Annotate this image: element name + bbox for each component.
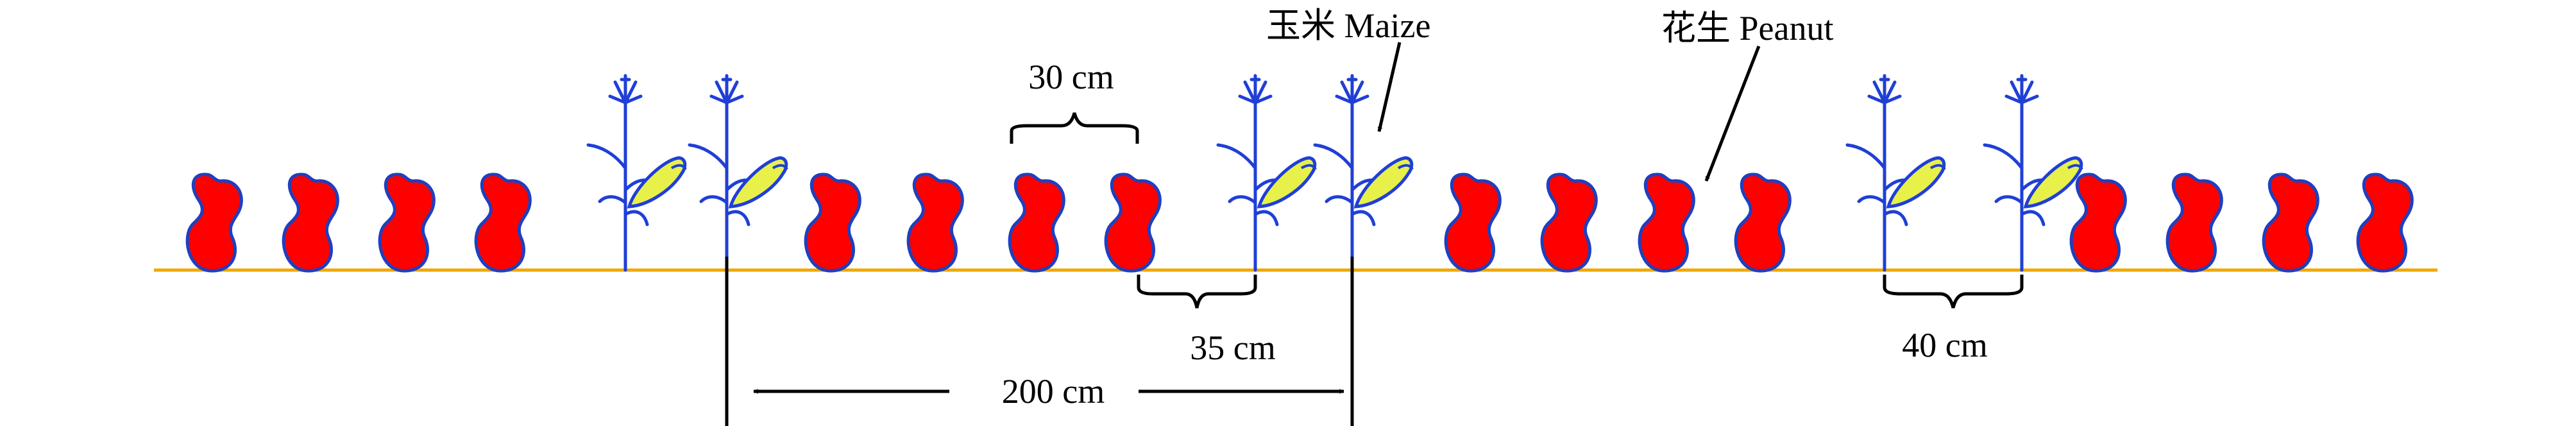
peanut-body	[1540, 173, 1598, 273]
maize-leaf	[1883, 210, 1908, 226]
maize-leaf	[1994, 195, 2024, 205]
maize-leaf	[1253, 210, 1279, 226]
peanut-plant-icon	[1540, 173, 1598, 273]
maize-plant-icon	[1313, 74, 1414, 272]
peanut-spacing-label: 30 cm	[1028, 58, 1114, 96]
maize-leaf	[688, 143, 729, 170]
maize-leaf	[1845, 143, 1886, 170]
plant-rows	[185, 74, 2414, 273]
peanut-body	[2069, 173, 2127, 273]
peanut-plant-icon	[1104, 173, 1162, 273]
maize-ear	[1353, 156, 1414, 209]
peanut-body	[1104, 173, 1162, 273]
maize-husk	[772, 164, 788, 171]
peanut-callout-label: 花生 Peanut	[1661, 9, 1833, 47]
peanut-callout-arrow	[1704, 46, 1761, 182]
maize-plant-icon	[1845, 74, 1946, 272]
maize-tassel	[709, 74, 744, 105]
maize-spacing-brace	[1883, 275, 2024, 309]
maize-leaf	[598, 195, 627, 205]
peanut-body	[185, 173, 243, 273]
maize-leaf	[699, 195, 729, 205]
maize-peanut-spacing-label: 35 cm	[1190, 328, 1275, 367]
maize-ear	[1886, 156, 1946, 209]
maize-husk	[1300, 164, 1317, 171]
peanut-body	[1734, 173, 1792, 273]
maize-husk	[2067, 164, 2083, 171]
maize-tassel	[1335, 74, 1369, 105]
peanut-plant-icon	[185, 173, 243, 273]
maize-spacing-label: 40 cm	[1902, 326, 1987, 364]
maize-husk	[1929, 164, 1946, 171]
peanut-plant-icon	[906, 173, 964, 273]
maize-leaf	[1983, 143, 2024, 170]
maize-leaf	[623, 210, 649, 226]
maize-plant-icon	[1983, 74, 2083, 272]
maize-leaf	[725, 210, 750, 226]
maize-leaf	[1325, 195, 1354, 205]
peanut-body	[906, 173, 964, 273]
peanut-plant-icon	[2262, 173, 2319, 273]
peanut-plant-icon	[1008, 173, 1065, 273]
peanut-body	[804, 173, 861, 273]
peanut-body	[474, 173, 532, 273]
peanut-plant-icon	[2356, 173, 2414, 273]
maize-callout-arrow	[1377, 42, 1402, 132]
maize-plant-icon	[688, 74, 788, 272]
maize-tassel	[1867, 74, 1902, 105]
maize-plant-icon	[586, 74, 687, 272]
peanut-plant-icon	[2165, 173, 2223, 273]
maize-husk	[1397, 164, 1414, 171]
peanut-plant-icon	[1734, 173, 1792, 273]
maize-peanut-spacing-brace	[1137, 275, 1257, 309]
maize-ear	[627, 156, 687, 209]
peanut-body	[2165, 173, 2223, 273]
maize-leaf	[1350, 210, 1376, 226]
peanut-body	[1638, 173, 1695, 273]
maize-ear	[2023, 156, 2083, 209]
maize-ear	[1257, 156, 1317, 209]
maize-plant-icon	[1216, 74, 1317, 272]
maize-tassel	[2004, 74, 2039, 105]
maize-leaf	[1216, 143, 1257, 170]
peanut-body	[282, 173, 339, 273]
peanut-plant-icon	[378, 173, 436, 273]
peanut-plant-icon	[2069, 173, 2127, 273]
maize-leaf	[1228, 195, 1257, 205]
peanut-spacing-brace	[1010, 112, 1139, 144]
strip-width-label: 200 cm	[1002, 372, 1105, 411]
maize-callout-label: 玉米 Maize	[1266, 6, 1430, 45]
maize-leaf	[2020, 210, 2046, 226]
peanut-body	[378, 173, 436, 273]
maize-leaf	[1857, 195, 1886, 205]
peanut-plant-icon	[804, 173, 861, 273]
maize-ear	[728, 156, 788, 209]
peanut-plant-icon	[1444, 173, 1502, 273]
peanut-body	[2356, 173, 2414, 273]
maize-leaf	[586, 143, 627, 170]
peanut-plant-icon	[474, 173, 532, 273]
peanut-plant-icon	[282, 173, 339, 273]
peanut-body	[1444, 173, 1502, 273]
maize-tassel	[1238, 74, 1273, 105]
peanut-plant-icon	[1638, 173, 1695, 273]
maize-husk	[670, 164, 687, 171]
peanut-body	[1008, 173, 1065, 273]
maize-tassel	[608, 74, 643, 105]
maize-leaf	[1313, 143, 1354, 170]
peanut-body	[2262, 173, 2319, 273]
